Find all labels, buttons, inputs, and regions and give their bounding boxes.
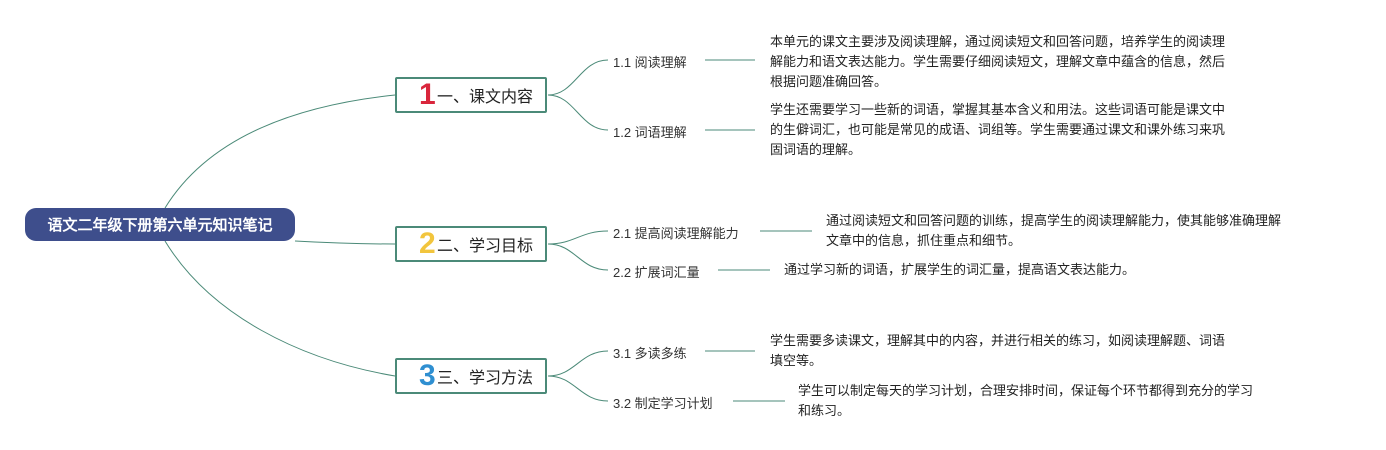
note-line: 本单元的课文主要涉及阅读理解，通过阅读短文和回答问题，培养学生的阅读理 xyxy=(770,34,1226,49)
note-line: 学生需要多读课文，理解其中的内容，并进行相关的练习，如阅读理解题、词语 xyxy=(770,333,1226,348)
note-3-2: 学生可以制定每天的学习计划，合理安排时间，保证每个环节都得到充分的学习 和练习。 xyxy=(798,381,1253,421)
topic-label: 一、课文内容 xyxy=(437,89,534,106)
connector-topic2-sub2 xyxy=(547,243,609,271)
subtopic-3-2[interactable]: 3.2 制定学习计划 xyxy=(613,396,713,411)
topic-node-3[interactable]: 3 三、学习方法 xyxy=(395,358,547,394)
note-2-2: 通过学习新的词语，扩展学生的词汇量，提高语文表达能力。 xyxy=(784,260,1135,280)
topic-label: 二、学习目标 xyxy=(437,238,534,255)
note-line: 填空等。 xyxy=(770,353,823,368)
note-line: 通过学习新的词语，扩展学生的词汇量，提高语文表达能力。 xyxy=(784,262,1136,277)
note-2-1: 通过阅读短文和回答问题的训练，提高学生的阅读理解能力，使其能够准确理解 文章中的… xyxy=(826,211,1281,251)
note-line: 的生僻词汇，也可能是常见的成语、词组等。学生需要通过课文和课外练习来巩 xyxy=(770,122,1226,137)
topic-node-1[interactable]: 1 一、课文内容 xyxy=(395,77,547,113)
connector-root-topic3 xyxy=(164,240,396,377)
subtopic-1-2[interactable]: 1.2 词语理解 xyxy=(613,125,687,140)
note-line: 根据问题准确回答。 xyxy=(770,74,888,89)
note-line: 文章中的信息，抓住重点和细节。 xyxy=(826,233,1022,248)
note-3-1: 学生需要多读课文，理解其中的内容，并进行相关的练习，如阅读理解题、词语 填空等。 xyxy=(770,331,1225,371)
note-1-2: 学生还需要学习一些新的词语，掌握其基本含义和用法。这些词语可能是课文中 的生僻词… xyxy=(770,100,1225,160)
connector-topic3-sub1 xyxy=(547,350,609,377)
connector-root-topic1 xyxy=(164,94,396,209)
note-line: 学生可以制定每天的学习计划，合理安排时间，保证每个环节都得到充分的学习 xyxy=(798,383,1254,398)
number-marker-1-icon: 1 xyxy=(419,78,436,111)
subtopic-2-1[interactable]: 2.1 提高阅读理解能力 xyxy=(613,226,739,241)
subtopic-3-1[interactable]: 3.1 多读多练 xyxy=(613,346,687,361)
number-marker-2-icon: 2 xyxy=(419,227,436,260)
subtopic-1-1[interactable]: 1.1 阅读理解 xyxy=(613,55,687,70)
topic-label: 三、学习方法 xyxy=(437,370,534,387)
note-line: 通过阅读短文和回答问题的训练，提高学生的阅读理解能力，使其能够准确理解 xyxy=(826,213,1282,228)
root-node[interactable]: 语文二年级下册第六单元知识笔记 xyxy=(25,208,295,241)
note-line: 解能力和语文表达能力。学生需要仔细阅读短文，理解文章中蕴含的信息，然后 xyxy=(770,54,1226,69)
subtopic-2-2[interactable]: 2.2 扩展词汇量 xyxy=(613,265,700,280)
note-line: 固词语的理解。 xyxy=(770,142,862,157)
connector-root-topic2 xyxy=(294,240,396,245)
number-marker-3-icon: 3 xyxy=(419,359,436,392)
connector-topic2-sub1 xyxy=(547,230,609,245)
note-line: 和练习。 xyxy=(798,403,851,418)
connector-topic1-sub2 xyxy=(547,94,609,131)
connector-topic1-sub1 xyxy=(547,59,609,96)
note-1-1: 本单元的课文主要涉及阅读理解，通过阅读短文和回答问题，培养学生的阅读理 解能力和… xyxy=(770,32,1225,92)
topic-node-2[interactable]: 2 二、学习目标 xyxy=(395,226,547,262)
connector-topic3-sub2 xyxy=(547,375,609,402)
note-line: 学生还需要学习一些新的词语，掌握其基本含义和用法。这些词语可能是课文中 xyxy=(770,102,1226,117)
